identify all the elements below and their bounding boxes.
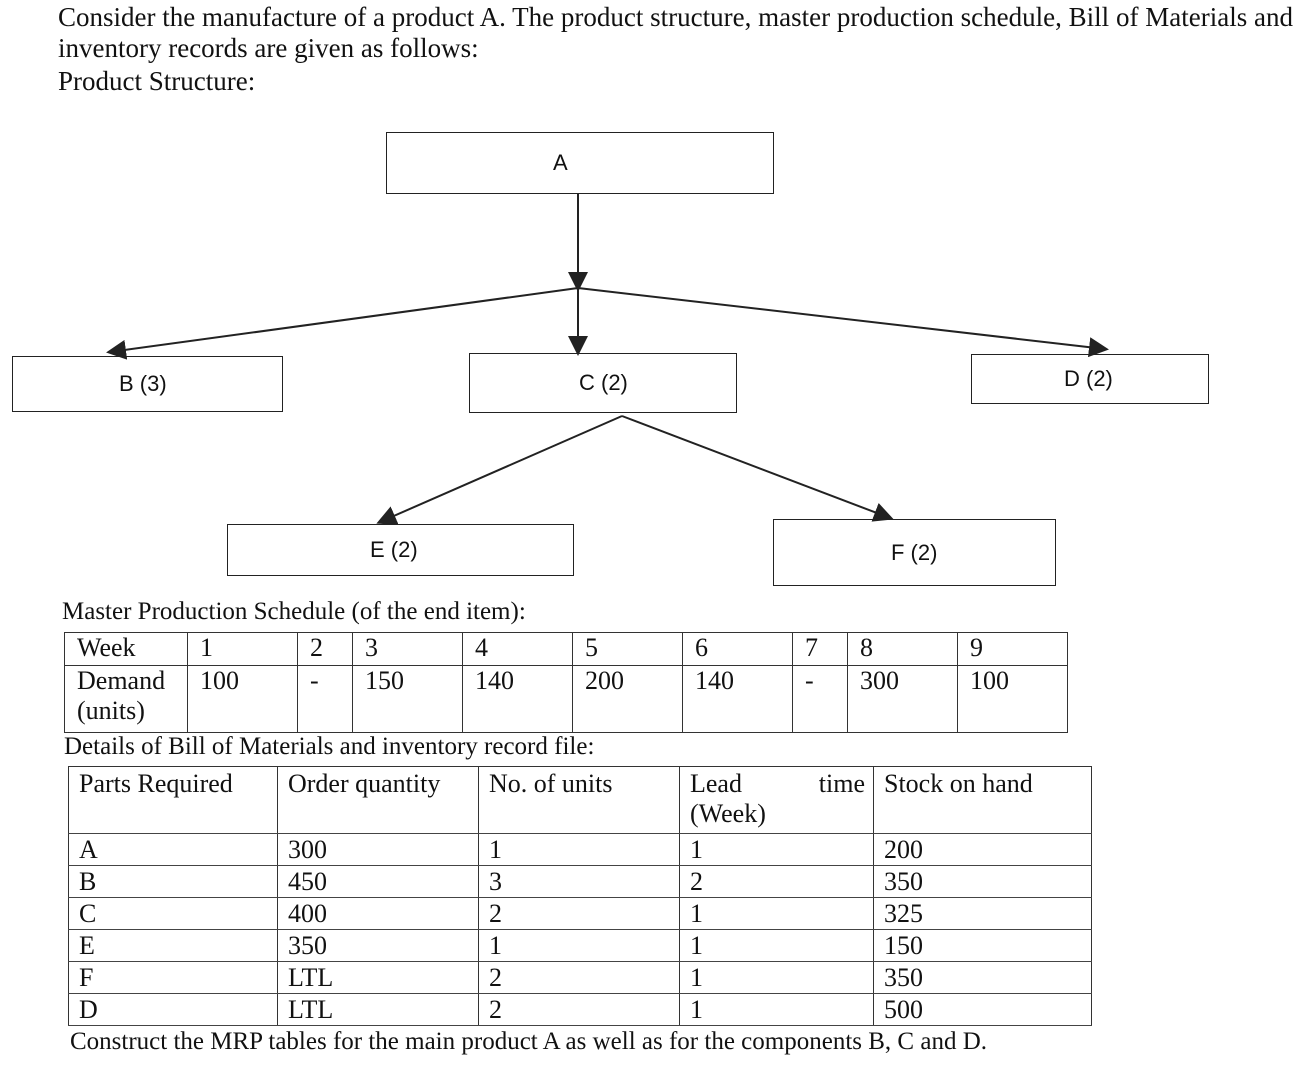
bom-row: E 350 1 1 150 <box>68 929 1092 962</box>
product-structure-heading: Product Structure: <box>58 66 256 96</box>
bom-table: Parts Required Order quantity No. of uni… <box>68 766 1092 1026</box>
bom-lead: 1 <box>679 833 874 866</box>
bom-part: B <box>68 865 278 898</box>
mps-demand-cell: 300 <box>847 665 958 733</box>
arrow-to-e <box>376 415 623 525</box>
intro-paragraph: Consider the manufacture of a product A.… <box>58 2 1293 63</box>
mps-demand-cell: 150 <box>352 665 463 733</box>
bom-title: Details of Bill of Materials and invento… <box>64 733 595 760</box>
bom-units: 2 <box>478 897 680 930</box>
node-e: E (2) <box>227 524 574 576</box>
mps-week-row: Week 1 2 3 4 5 6 7 8 9 <box>64 632 1068 666</box>
bom-row: A 300 1 1 200 <box>68 833 1092 866</box>
bom-order-qty: 350 <box>277 929 479 962</box>
arrow-to-d <box>577 287 1109 358</box>
bom-row: B 450 3 2 350 <box>68 865 1092 898</box>
bom-units: 3 <box>478 865 680 898</box>
bom-stock: 200 <box>873 833 1092 866</box>
bom-row: C 400 2 1 325 <box>68 897 1092 930</box>
mps-demand-label: Demand (units) <box>64 665 188 733</box>
node-d-label: D (2) <box>1064 366 1113 391</box>
bom-lead: 1 <box>679 993 874 1026</box>
node-a-label: A <box>553 150 568 175</box>
node-e-label: E (2) <box>370 537 418 562</box>
mps-demand-cell: 140 <box>682 665 793 733</box>
mps-demand-cell: 100 <box>957 665 1068 733</box>
mps-title: Master Production Schedule (of the end i… <box>62 598 526 625</box>
mps-table: Week 1 2 3 4 5 6 7 8 9 Demand (units) 10… <box>64 632 1068 733</box>
mps-week-cell: 6 <box>682 632 793 666</box>
bom-lead: 2 <box>679 865 874 898</box>
mps-week-label: Week <box>64 632 188 666</box>
mps-week-cell: 1 <box>187 632 298 666</box>
node-f: F (2) <box>773 519 1056 586</box>
bom-order-qty: 300 <box>277 833 479 866</box>
mps-week-cell: 7 <box>792 632 848 666</box>
node-a: A <box>386 132 774 194</box>
node-c-label: C (2) <box>579 370 628 395</box>
header-parts: Parts Required <box>68 766 278 834</box>
mps-demand-row: Demand (units) 100 - 150 140 200 140 - 3… <box>64 665 1068 733</box>
bom-stock: 500 <box>873 993 1092 1026</box>
bom-stock: 150 <box>873 929 1092 962</box>
mps-demand-cell: 140 <box>462 665 573 733</box>
bom-part: F <box>68 961 278 994</box>
bom-part: D <box>68 993 278 1026</box>
bom-part: E <box>68 929 278 962</box>
bom-lead: 1 <box>679 897 874 930</box>
mps-week-cell: 9 <box>957 632 1068 666</box>
header-time: time <box>795 766 874 834</box>
bom-stock: 325 <box>873 897 1092 930</box>
mps-week-cell: 2 <box>297 632 353 666</box>
mps-demand-cell: - <box>297 665 353 733</box>
mps-demand-cell: 100 <box>187 665 298 733</box>
mps-week-cell: 4 <box>462 632 573 666</box>
bom-part: C <box>68 897 278 930</box>
bom-stock: 350 <box>873 961 1092 994</box>
bom-row: F LTL 2 1 350 <box>68 961 1092 994</box>
mps-week-cell: 8 <box>847 632 958 666</box>
bom-units: 1 <box>478 929 680 962</box>
bom-order-qty: LTL <box>277 993 479 1026</box>
bom-order-qty: 450 <box>277 865 479 898</box>
bom-row: D LTL 2 1 500 <box>68 993 1092 1026</box>
bom-part: A <box>68 833 278 866</box>
bom-lead: 1 <box>679 961 874 994</box>
bom-header-row: Parts Required Order quantity No. of uni… <box>68 766 1092 834</box>
node-d: D (2) <box>971 354 1209 404</box>
mps-week-cell: 3 <box>352 632 463 666</box>
bom-lead: 1 <box>679 929 874 962</box>
arrow-to-f <box>621 415 894 522</box>
bom-order-qty: 400 <box>277 897 479 930</box>
mps-week-cell: 5 <box>572 632 683 666</box>
header-units: No. of units <box>478 766 680 834</box>
header-stock: Stock on hand <box>873 766 1092 834</box>
node-c: C (2) <box>469 353 737 413</box>
bom-units: 2 <box>478 993 680 1026</box>
node-b-label: B (3) <box>119 371 167 396</box>
node-f-label: F (2) <box>891 539 938 565</box>
bom-order-qty: LTL <box>277 961 479 994</box>
header-lead: Lead (Week) <box>679 766 795 834</box>
mps-demand-cell: 200 <box>572 665 683 733</box>
mps-demand-cell: - <box>792 665 848 733</box>
node-b: B (3) <box>12 356 283 412</box>
header-order-qty: Order quantity <box>277 766 479 834</box>
bom-stock: 350 <box>873 865 1092 898</box>
intro-text: Consider the manufacture of a product A.… <box>58 2 1293 97</box>
tree-connectors <box>106 194 1109 525</box>
bom-units: 2 <box>478 961 680 994</box>
arrow-to-b <box>106 287 579 360</box>
bom-units: 1 <box>478 833 680 866</box>
instruction-text: Construct the MRP tables for the main pr… <box>70 1028 987 1055</box>
